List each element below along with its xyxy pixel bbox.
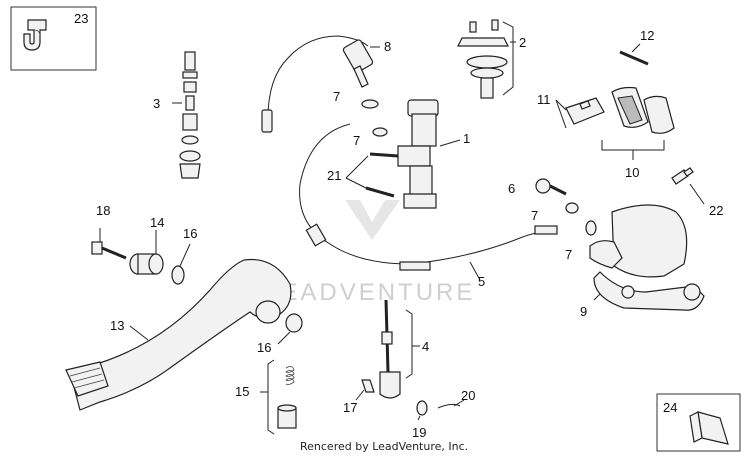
part-17-clip [355, 379, 375, 401]
callout-14: 14 [150, 215, 164, 230]
callout-3: 3 [153, 96, 160, 111]
part-16-o-rings [171, 243, 303, 345]
part-9-caliper [589, 204, 705, 311]
part-18-pivot-bolt [91, 228, 127, 260]
credit-text: Rencered by LeadVenture, Inc. [300, 440, 468, 453]
part-11-pad-spring [555, 97, 605, 129]
callout-7: 7 [531, 208, 538, 223]
part-4-push-rod [379, 299, 420, 399]
callout-labels: 23 3 8 7 7 2 12 11 1 10 21 6 7 22 7 18 1… [74, 11, 723, 440]
callout-21: 21 [327, 168, 341, 183]
callout-5: 5 [478, 274, 485, 289]
part-14-bushing [129, 230, 164, 275]
callout-17: 17 [343, 400, 357, 415]
part-22-bleeder [671, 167, 705, 205]
callout-4: 4 [422, 339, 429, 354]
callout-7: 7 [333, 89, 340, 104]
callout-8: 8 [384, 39, 391, 54]
callout-15: 15 [235, 384, 249, 399]
part-6-banjo-bolt [535, 178, 567, 196]
part-23-box [10, 6, 97, 71]
callout-19: 19 [412, 425, 426, 440]
watermark-text: LEADVENTURE [265, 279, 475, 306]
callout-16: 16 [257, 340, 271, 355]
part-12-pin [619, 43, 649, 66]
callout-13: 13 [110, 318, 124, 333]
callout-22: 22 [709, 203, 723, 218]
callout-20: 20 [461, 388, 475, 403]
part-1-master-cylinder [397, 99, 461, 209]
part-2-bracket-set [457, 19, 516, 99]
part-7-washers [361, 99, 597, 236]
callout-23: 23 [74, 11, 88, 26]
watermark: LEADVENTURE [265, 200, 475, 306]
callout-11: 11 [537, 92, 551, 107]
callout-24: 24 [663, 400, 677, 415]
part-3-reservoir-kit [172, 51, 201, 179]
part-19-washer [416, 400, 428, 421]
part-24-box [656, 393, 741, 452]
part-8-sensor-cable [261, 35, 380, 133]
callout-16: 16 [183, 226, 197, 241]
part-5-brake-hose [299, 123, 558, 281]
part-21-bolts [345, 152, 399, 198]
callout-12: 12 [640, 28, 654, 43]
callout-7: 7 [353, 133, 360, 148]
callout-7: 7 [565, 247, 572, 262]
callout-2: 2 [519, 35, 526, 50]
part-15-spring-set [260, 359, 297, 435]
callout-6: 6 [508, 181, 515, 196]
part-13-brake-pedal [65, 258, 292, 411]
callout-18: 18 [96, 203, 110, 218]
callout-10: 10 [625, 165, 639, 180]
part-20-cotter-pin [437, 399, 465, 409]
callout-9: 9 [580, 304, 587, 319]
part-10-brake-pads [601, 86, 675, 160]
callout-1: 1 [463, 131, 470, 146]
